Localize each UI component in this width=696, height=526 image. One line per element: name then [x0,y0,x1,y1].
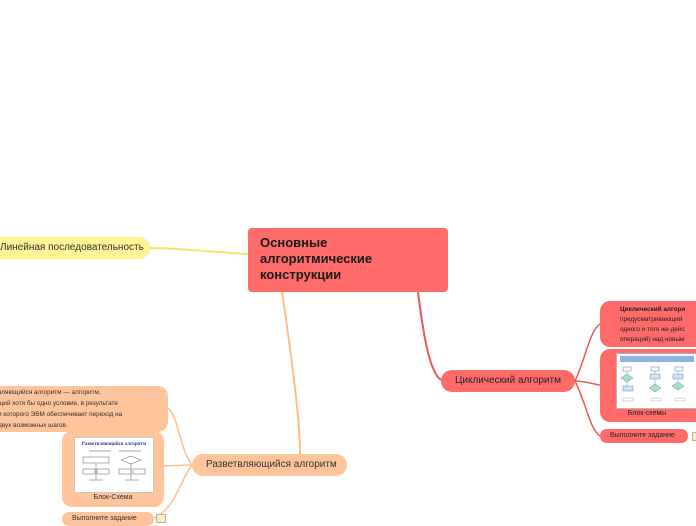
topic-cyclic-algorithm[interactable]: Циклический алгоритм [441,370,575,392]
cyclic-task-label: Выполните задание [610,432,675,439]
link-branch-image [163,464,193,467]
central-topic[interactable]: Основные алгоритмические конструкции [248,228,448,292]
note-icon[interactable] [692,432,696,441]
link-branching [281,291,301,455]
branching-image-title: Разветвляющийся алгоритм [81,442,147,447]
central-topic-line-2: алгоритмические [260,251,373,266]
branching-description[interactable]: вляющийся алгоритм — алгоритм, щий хотя … [0,386,168,432]
branching-task[interactable]: Выполните задание [62,512,154,526]
topic-linear-label: Линейная последовательность [0,242,144,253]
cyclic-image-caption: Блок-схемы [627,410,667,417]
cyclic-flowchart-drawing [620,356,694,402]
cyclic-desc-line-1: Циклический алгори [620,305,696,315]
cyclic-image-node[interactable]: Блок-схемы [600,349,696,422]
central-topic-line-3: конструкции [260,267,342,282]
branching-task-label: Выполните задание [72,515,137,522]
link-linear [149,247,249,255]
cyclic-desc-bold: Циклический алгори [620,306,686,313]
cyclic-desc-line-3: одного и того же дейс [620,326,685,333]
cyclic-description[interactable]: Циклический алгори предусматривающий одн… [600,301,696,347]
cyclic-flowchart-image [616,353,696,409]
topic-branching-algorithm[interactable]: Разветвляющийся алгоритм [192,454,347,476]
cyclic-desc-line-2: предусматривающий [620,316,683,323]
central-topic-line-1: Основные [260,235,328,250]
link-cyclic-desc [574,323,601,382]
branching-desc-line-1: вляющийся алгоритм — алгоритм, [0,389,101,396]
link-branch-desc [167,407,193,466]
link-cyclic [417,291,442,381]
branching-desc-line-3: и которого ЭВМ обеспечивает переход на [0,411,123,418]
topic-linear-sequence[interactable]: Линейная последовательность [0,237,150,259]
branching-flowchart-drawing [82,450,146,481]
cyclic-task[interactable]: Выполните задание [600,429,688,443]
branching-image-node[interactable]: Разветвляющийся алгоритм Блок-Схема [62,431,164,507]
topic-branching-label: Разветвляющийся алгоритм [206,459,337,470]
topic-cyclic-label: Циклический алгоритм [455,375,561,386]
branching-flowchart-image: Разветвляющийся алгоритм [74,437,154,493]
link-cyclic-task [574,380,601,437]
branching-image-caption: Блок-Схема [93,494,133,501]
branching-desc-line-2: щий хотя бы одно условие, в результате [0,400,118,407]
link-cyclic-image [574,380,601,386]
note-icon[interactable] [156,514,166,523]
cyclic-desc-line-4: операций) над новым [620,336,685,343]
branching-desc-line-4: двух возможных шагов. [0,422,68,429]
